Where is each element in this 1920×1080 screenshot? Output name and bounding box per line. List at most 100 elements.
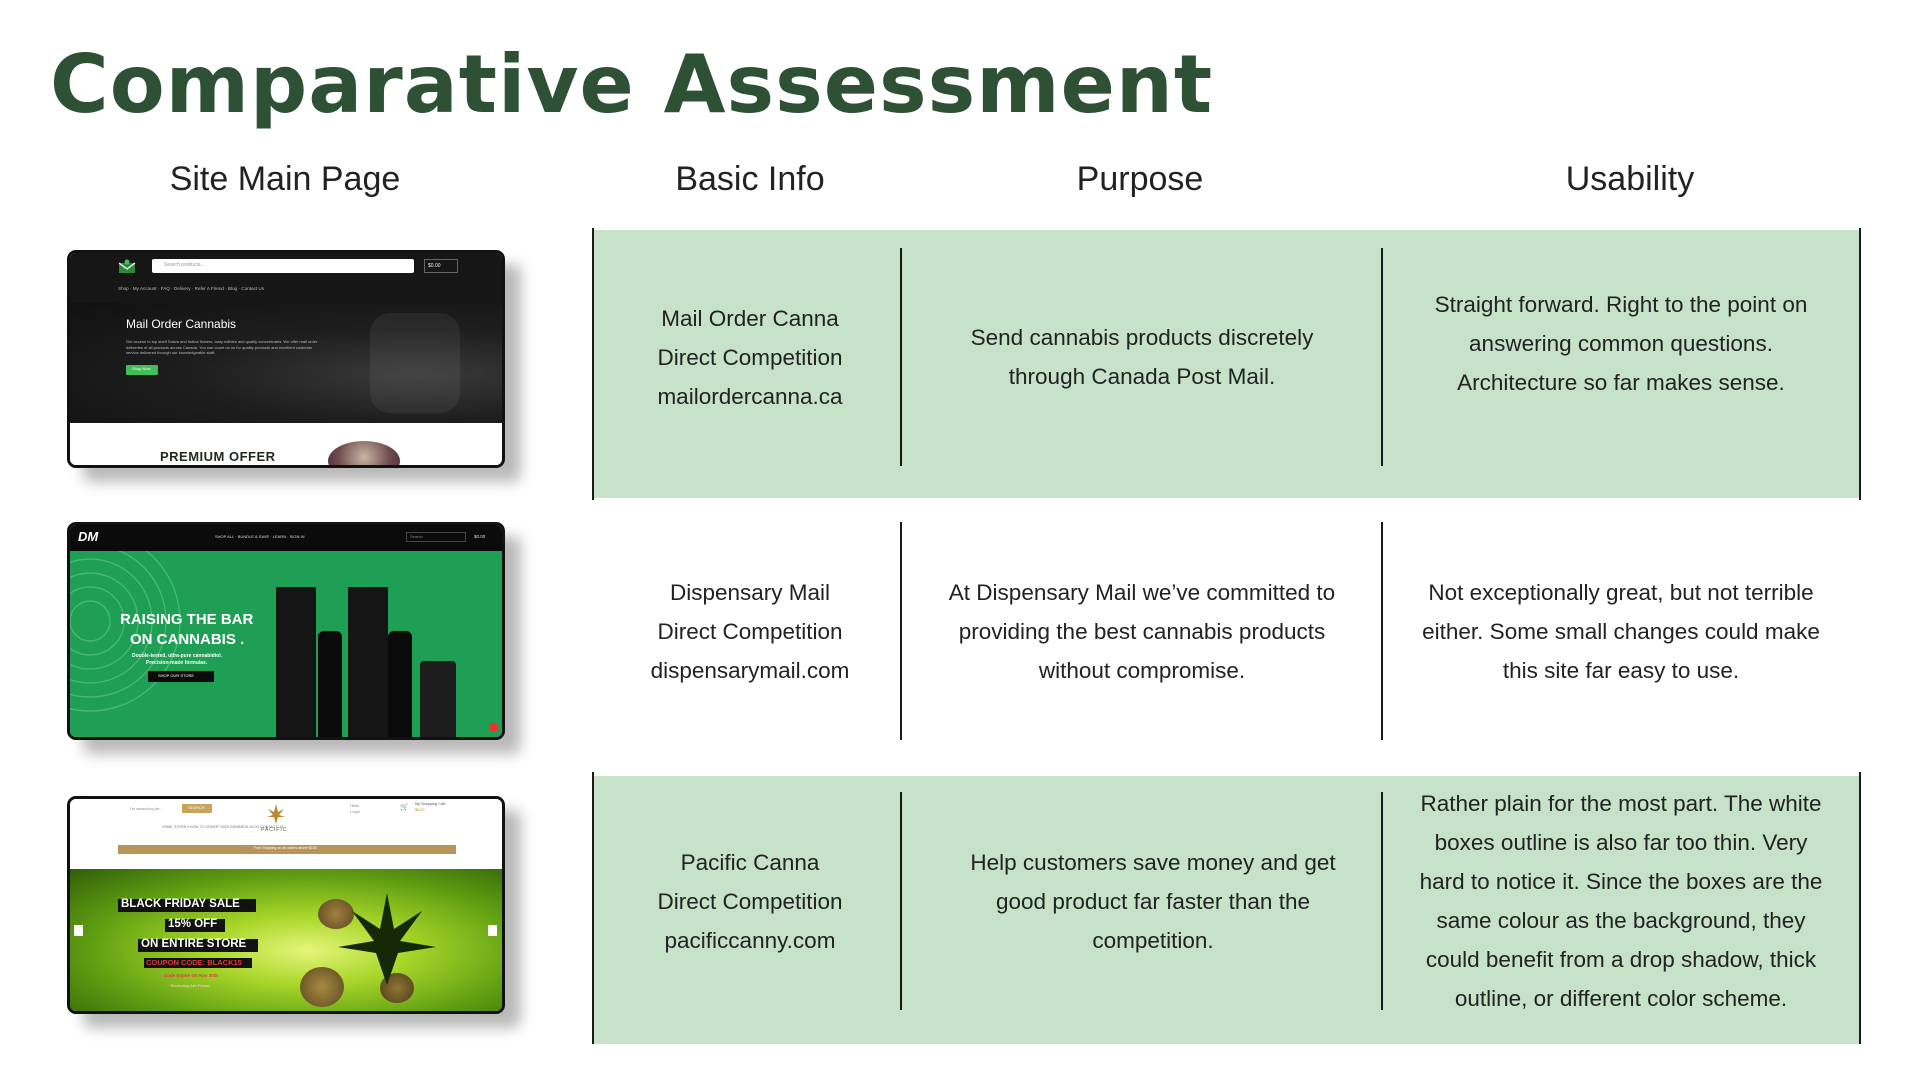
pump-bottle <box>420 661 456 737</box>
thumb-exclusion-note: *Excluding Ash Flower <box>170 983 210 988</box>
usability-line: hard to notice it. Since the boxes are t… <box>1419 869 1823 894</box>
thumb-search-placeholder: Search products... <box>164 262 205 268</box>
usability-line: outline, or different color scheme. <box>1454 986 1788 1011</box>
product-box <box>276 587 316 737</box>
thumb-hero-title: Mail Order Cannabis <box>126 317 237 331</box>
thumb-shipping-text: Free Shipping on all orders above $150 <box>254 846 317 850</box>
chat-widget-icon <box>490 723 498 731</box>
thumb-coupon-expiry: Code Expire On Nov 30th <box>164 973 219 978</box>
cannabis-leaf-logo-icon <box>266 803 286 825</box>
product-box <box>348 587 388 737</box>
sale-label: BLACK FRIDAY SALE <box>118 898 256 912</box>
usability-line: same colour as the background, they <box>1436 908 1806 933</box>
thumb-shipping-banner: Free Shipping on all orders above $150 <box>118 845 456 854</box>
concentric-rings-graphic <box>70 551 181 712</box>
band-left-border-3 <box>592 772 594 1044</box>
thumb-login-link: Login <box>350 809 360 814</box>
thumb-subtext: Double-tested, ultra-pure cannabidiol. <box>132 653 223 659</box>
page-title: Comparative Assessment <box>50 38 1214 131</box>
thumb-cart-total: $0.00 <box>474 534 486 539</box>
thumb-offer-heading: PREMIUM OFFER <box>160 449 276 464</box>
thumb-coupon-code: COUPON CODE: BLACK15 <box>146 958 242 967</box>
usability-line: could benefit from a drop shadow, thick <box>1425 947 1817 972</box>
row-band-3 <box>593 776 1860 1044</box>
cannabis-bud-image <box>300 967 344 1007</box>
usability-line: answering common questions. <box>1469 330 1773 356</box>
thumb-cart-total: $0.00 <box>428 263 441 269</box>
row-3-basic-info: Pacific Canna Direct Competition pacific… <box>600 792 900 1010</box>
header-basic-info: Basic Info <box>675 160 825 198</box>
purpose-line: without compromise. <box>1038 657 1246 683</box>
thumb-shop-now-label: Shop Now <box>132 366 151 371</box>
competitor-name: Pacific Canna <box>680 849 820 875</box>
column-divider <box>900 248 902 466</box>
row-2-purpose: At Dispensary Mail we’ve committed to pr… <box>903 522 1381 740</box>
competition-type: Direct Competition <box>657 618 843 644</box>
usability-line: Architecture so far makes sense. <box>1457 369 1785 395</box>
row-band-1 <box>593 230 1860 498</box>
competitor-url: pacificcanny.com <box>664 927 836 953</box>
thumb-cart: $0.00 <box>424 259 458 273</box>
thumb-header-bar: DM SHOP ALL · BUNDLE & SAVE · LEARN · SI… <box>70 525 502 551</box>
thumb-jar-image <box>370 313 460 413</box>
thumb-greeting: Hello <box>350 803 360 808</box>
thumb-hero: Mail Order Cannabis Get access to top sh… <box>70 303 502 423</box>
thumb-nav-links: HOME STORE ▾ HOW TO ORDER FAQS REWARDS B… <box>162 825 284 829</box>
thumb-shop-now-button: Shop Now <box>126 365 158 375</box>
column-divider <box>1381 792 1383 1010</box>
row-1-usability: Straight forward. Right to the point on … <box>1384 234 1858 452</box>
sale-label: 15% OFF <box>165 918 225 932</box>
row-2-usability: Not exceptionally great, but not terribl… <box>1384 522 1858 740</box>
thumb-cart-total: $0.00 <box>415 808 425 812</box>
usability-line: Straight forward. Right to the point on <box>1434 291 1808 317</box>
shopping-cart-icon: 🛒 <box>400 804 409 811</box>
site-screenshot-dispensary-mail: DM SHOP ALL · BUNDLE & SAVE · LEARN · SI… <box>67 522 505 740</box>
thumb-hero: BLACK FRIDAY SALE 15% OFF ON ENTIRE STOR… <box>70 869 502 1011</box>
thumb-shop-button-label: SHOP OUR STORE <box>158 673 195 678</box>
tincture-bottle <box>388 631 412 737</box>
carousel-next-arrow-icon <box>488 925 497 936</box>
thumb-search-placeholder: Search <box>410 534 423 539</box>
row-2-basic-info: Dispensary Mail Direct Competition dispe… <box>600 522 900 740</box>
purpose-line: At Dispensary Mail we’ve committed to <box>948 579 1336 605</box>
purpose-line: through Canada Post Mail. <box>1008 364 1276 389</box>
purpose-line: Help customers save money and get <box>970 849 1336 875</box>
thumb-brand-name: PACIFIC <box>261 827 288 833</box>
thumb-search-button: SEARCH <box>182 804 212 813</box>
coupon-label: COUPON CODE: BLACK15 <box>144 958 252 968</box>
thumb-cart-label: My Shopping Cart <box>415 802 446 806</box>
thumb-search-button-label: SEARCH <box>188 805 205 810</box>
thumb-nav-bar: Shop · My Account · FAQ · Delivery · Ref… <box>70 286 502 303</box>
competitor-name: Mail Order Canna <box>661 305 839 331</box>
thumb-search-input: Search products... <box>152 259 414 273</box>
thumb-offer-section: PREMIUM OFFER <box>70 423 502 465</box>
column-divider <box>900 792 902 1010</box>
usability-line: this site far easy to use. <box>1502 657 1740 683</box>
row-1-basic-info: Mail Order Canna Direct Competition mail… <box>600 248 900 466</box>
thumb-subtext: Precision-made formulas. <box>146 660 208 666</box>
band-right-border-1 <box>1859 228 1861 500</box>
competition-type: Direct Competition <box>657 888 843 914</box>
header-site-main-page: Site Main Page <box>169 160 401 198</box>
purpose-line: providing the best cannabis products <box>958 618 1326 644</box>
thumb-nav-links: SHOP ALL · BUNDLE & SAVE · LEARN · SIGN … <box>215 534 305 539</box>
usability-line: boxes outline is also far too thin. Very <box>1434 830 1808 855</box>
envelope-logo-icon <box>118 259 136 275</box>
thumb-headline: RAISING THE BAR <box>120 611 254 628</box>
thumb-dm-logo: DM <box>78 529 99 544</box>
column-divider <box>900 522 902 740</box>
carousel-prev-arrow-icon <box>74 925 83 936</box>
band-left-border-1 <box>592 228 594 500</box>
row-3-purpose: Help customers save money and get good p… <box>903 792 1403 1010</box>
site-screenshot-pacific-canna: I'm searching for... SEARCH PACIFIC Hell… <box>67 796 505 1014</box>
competition-type: Direct Competition <box>657 344 843 370</box>
usability-line: Not exceptionally great, but not terribl… <box>1428 579 1814 605</box>
sale-label: ON ENTIRE STORE <box>138 938 258 952</box>
thumb-product-image <box>328 441 400 465</box>
row-3-usability: Rather plain for the most part. The whit… <box>1384 786 1858 1016</box>
thumb-hero: RAISING THE BAR ON CANNABIS . Double-tes… <box>70 551 502 737</box>
usability-line: either. Some small changes could make <box>1422 618 1820 644</box>
competitor-name: Dispensary Mail <box>669 579 831 605</box>
thumb-search-placeholder: I'm searching for... <box>130 806 163 811</box>
tincture-bottle <box>318 631 342 737</box>
